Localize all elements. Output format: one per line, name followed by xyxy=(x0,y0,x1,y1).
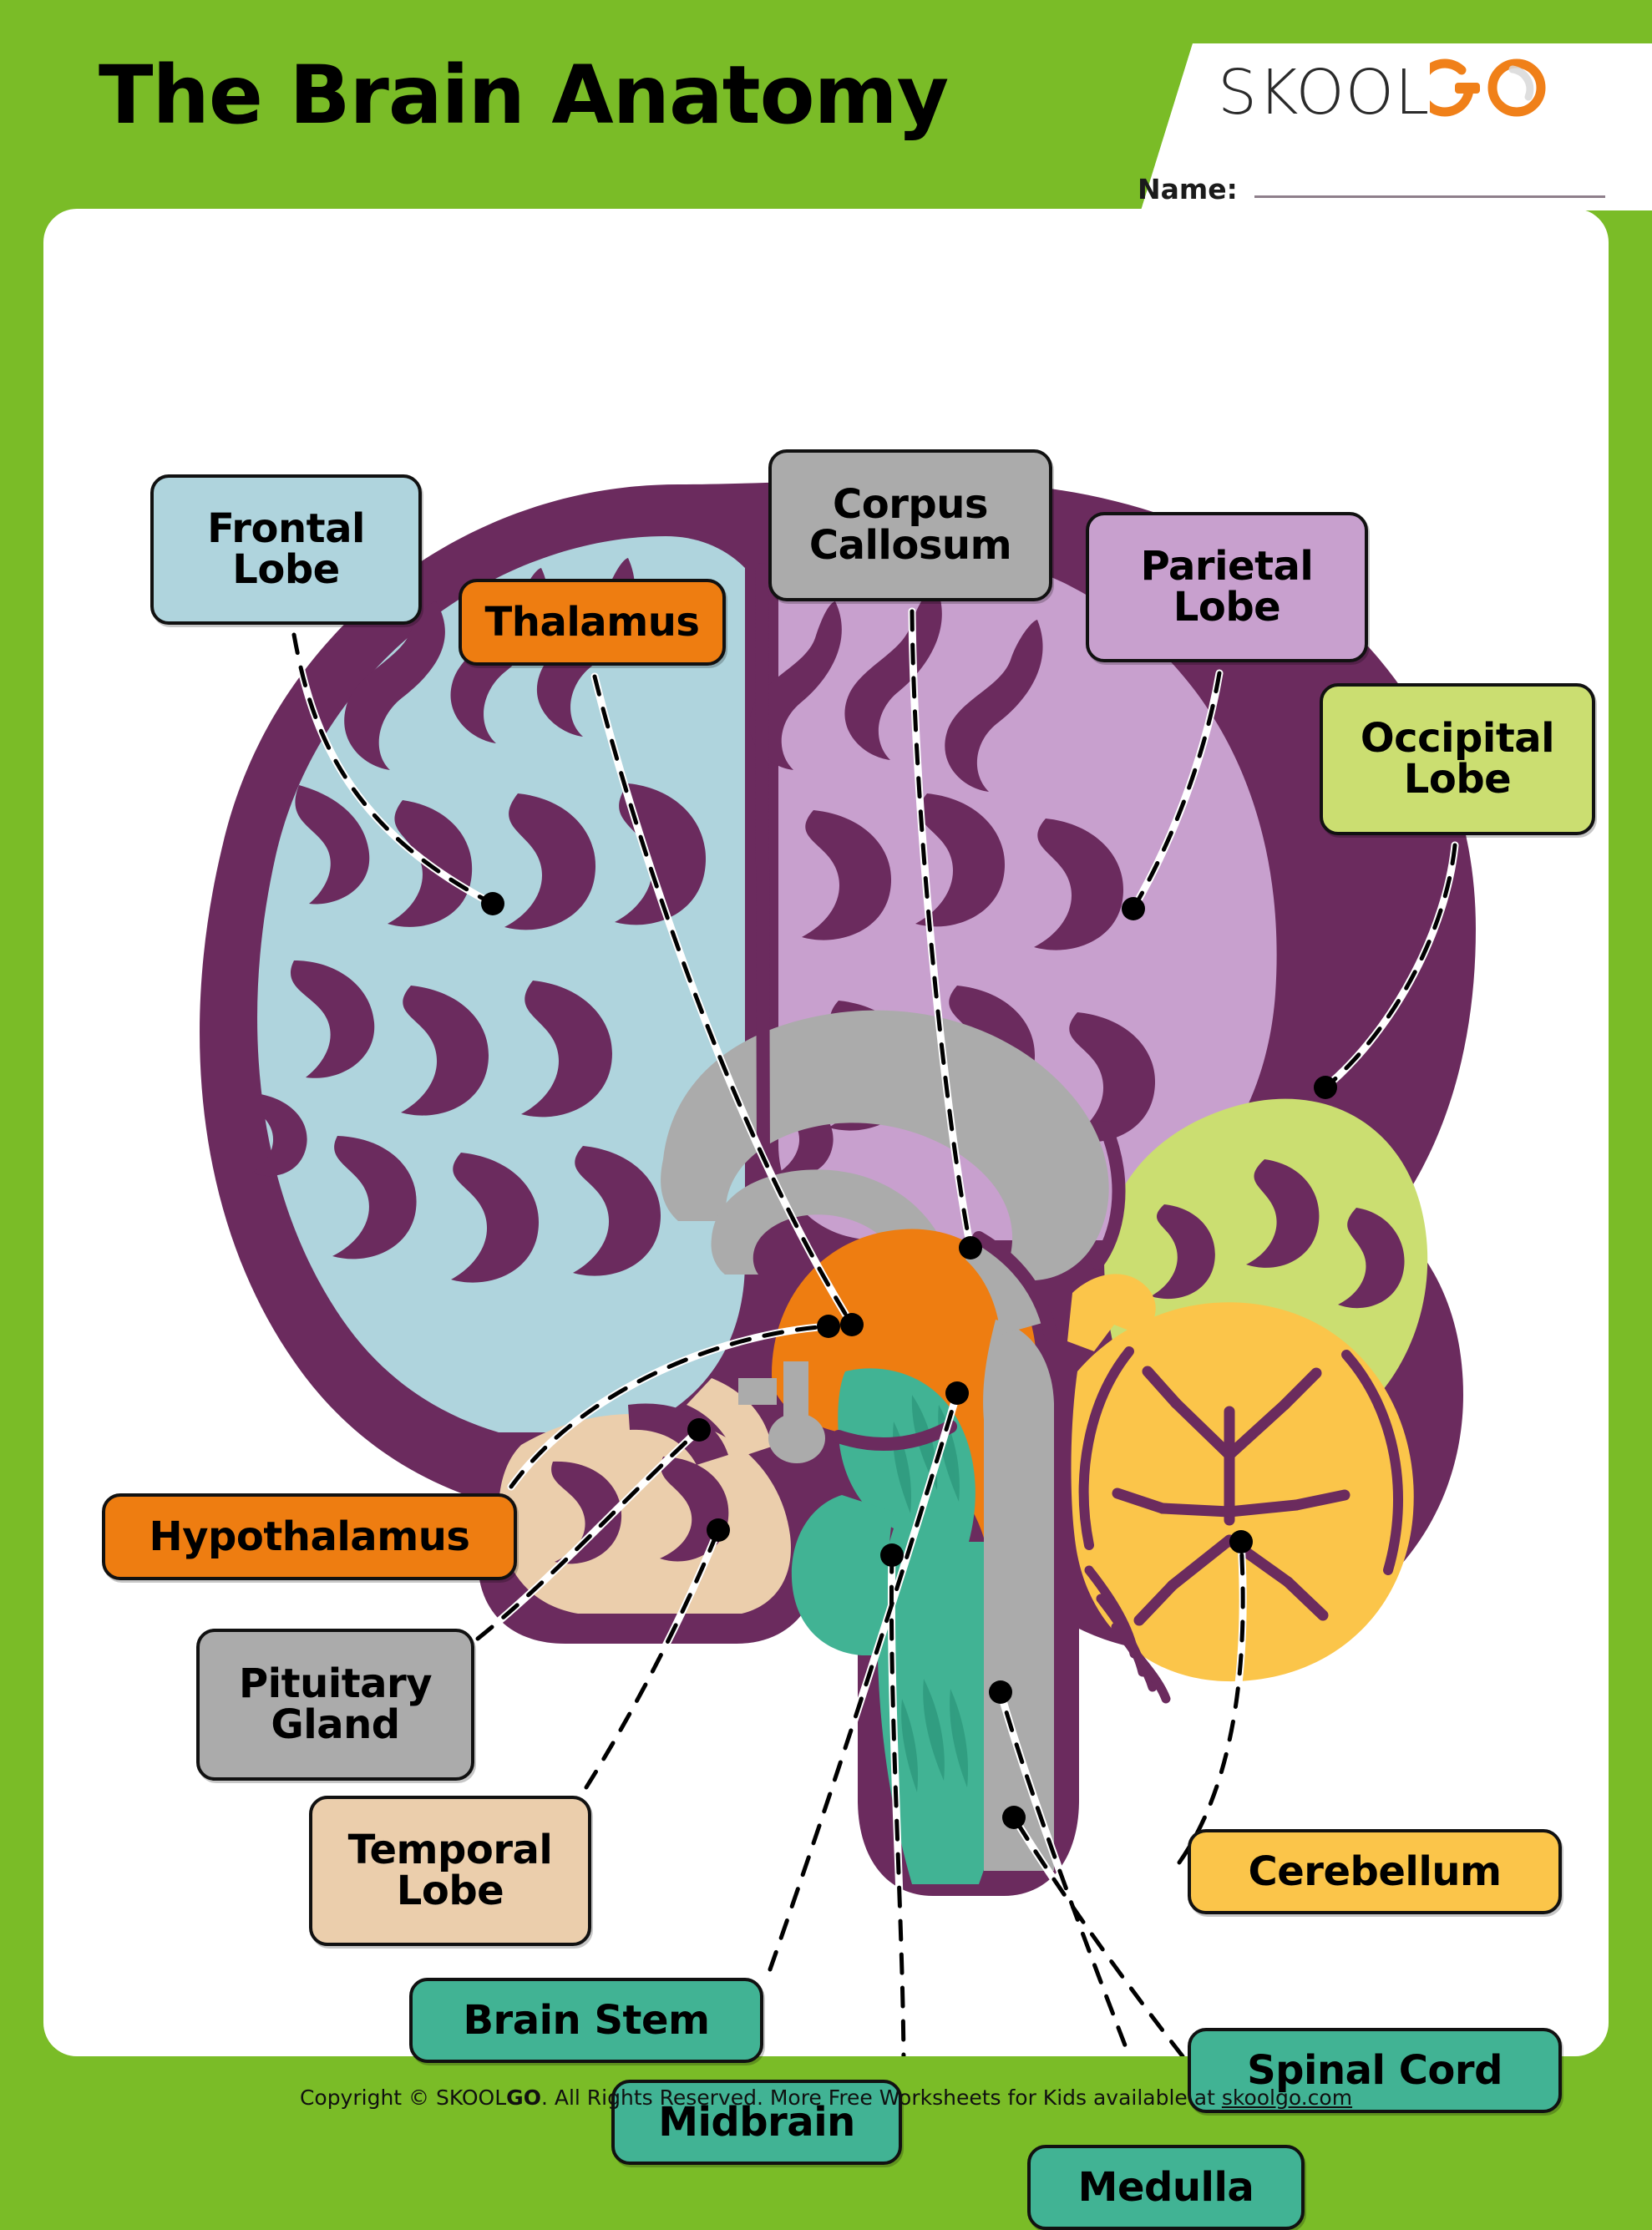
frontal-lobe-region xyxy=(252,536,746,1432)
label-text: Midbrain xyxy=(658,2098,855,2146)
brain-anatomy-diagram xyxy=(200,479,1476,2056)
logo-tab-background xyxy=(1141,43,1652,210)
thalamus-region xyxy=(772,1229,1036,1437)
footer-middle: . All Rights Reserved. More Free Workshe… xyxy=(540,2085,1222,2110)
label-pituitary-gland[interactable]: Pituitary Gland xyxy=(196,1629,474,1781)
page-title: The Brain Anatomy xyxy=(99,48,949,142)
label-parietal-lobe[interactable]: Parietal Lobe xyxy=(1086,512,1368,662)
label-text: Hypothalamus xyxy=(149,1513,470,1560)
label-brain-stem[interactable]: Brain Stem xyxy=(409,1978,763,2063)
logo-text-go xyxy=(1416,50,1555,135)
label-occipital-lobe[interactable]: Occipital Lobe xyxy=(1320,683,1595,835)
label-text: Thalamus xyxy=(484,598,700,646)
logo-go-icon xyxy=(1416,58,1546,117)
leader-endpoint-dots xyxy=(481,892,1337,1829)
logo-text-skool: SKOOL xyxy=(1218,57,1431,129)
corpus-callosum-region xyxy=(661,1010,1109,1321)
label-text: Pituitary Gland xyxy=(239,1660,433,1748)
label-text: Occipital Lobe xyxy=(1360,715,1555,803)
name-input-line[interactable] xyxy=(1254,195,1605,198)
skoolgo-logo: SKOOL xyxy=(1218,57,1555,129)
label-frontal-lobe[interactable]: Frontal Lobe xyxy=(150,474,422,625)
label-text: Brain Stem xyxy=(463,1996,710,2044)
page-header: The Brain Anatomy SKOOL Name: xyxy=(0,0,1652,210)
spinal-cord-region xyxy=(965,1241,1054,1871)
copyright-text: Copyright © SKOOLGO. All Rights Reserved… xyxy=(300,2086,1352,2110)
label-hypothalamus[interactable]: Hypothalamus xyxy=(102,1493,517,1580)
label-spinal-cord[interactable]: Spinal Cord xyxy=(1188,2028,1562,2113)
label-text: Cerebellum xyxy=(1248,1847,1502,1895)
label-medulla[interactable]: Medulla xyxy=(1027,2145,1305,2230)
name-field-row: Name: xyxy=(1138,165,1639,212)
label-text: Parietal Lobe xyxy=(1140,543,1314,631)
label-text: Medulla xyxy=(1077,2163,1254,2211)
footer-go: GO xyxy=(506,2085,541,2110)
footer-prefix: Copyright © SKOOL xyxy=(299,2085,507,2110)
name-label: Name: xyxy=(1138,172,1238,205)
cerebellum-region xyxy=(1067,1274,1414,1704)
label-text: Frontal Lobe xyxy=(207,505,365,593)
brain-illustration xyxy=(200,479,1476,1896)
pituitary-gland-region xyxy=(738,1361,825,1463)
label-text: Corpus Callosum xyxy=(808,481,1012,569)
label-corpus-callosum[interactable]: Corpus Callosum xyxy=(768,449,1052,601)
label-thalamus[interactable]: Thalamus xyxy=(459,579,726,666)
footer-link[interactable]: skoolgo.com xyxy=(1221,2085,1353,2110)
hypothalamus-region xyxy=(834,1433,1025,1543)
leader-lines xyxy=(290,607,1459,2056)
page-footer: Copyright © SKOOLGO. All Rights Reserved… xyxy=(0,2056,1652,2138)
label-text: Spinal Cord xyxy=(1247,2046,1503,2094)
region-divider-strokes xyxy=(755,563,1126,1451)
label-temporal-lobe[interactable]: Temporal Lobe xyxy=(309,1796,591,1946)
label-cerebellum[interactable]: Cerebellum xyxy=(1188,1829,1562,1914)
label-text: Temporal Lobe xyxy=(347,1827,553,1914)
